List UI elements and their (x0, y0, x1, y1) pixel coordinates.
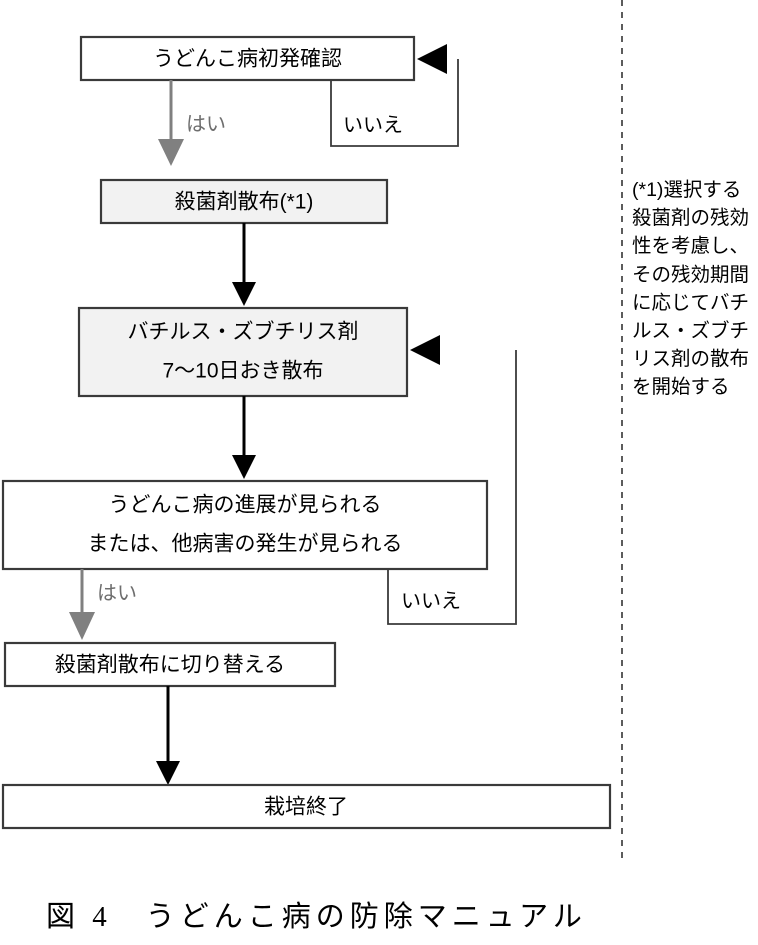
node-n6-label: 栽培終了 (264, 796, 348, 819)
node-n2-label: 殺菌剤散布(*1) (175, 191, 314, 214)
node-n3-label-line1: バチルス・ズブチリス剤 (128, 321, 359, 344)
node-n3: バチルス・ズブチリス剤 7〜10日おき散布 (77, 306, 409, 398)
edge-n4-n3-loop-arrowhead (410, 335, 440, 365)
edge-n5-n6 (156, 686, 180, 785)
edge-n4-n3-loop: いいえ (387, 335, 517, 625)
node-n2: 殺菌剤散布(*1) (99, 178, 389, 225)
figure-caption: 図 4 うどんこ病の防除マニュアル (46, 901, 587, 933)
node-n5-box (3, 641, 337, 688)
edge-label-iie-1: いいえ (343, 114, 403, 136)
node-n3-box (77, 306, 409, 398)
edge-n1-loop-path (330, 59, 459, 147)
node-n2-box (99, 178, 389, 225)
edge-n1-n2-arrowhead (158, 139, 184, 166)
edge-n1-loop-arrowhead (417, 44, 447, 74)
edge-n2-n3-arrowhead (232, 282, 256, 306)
node-n5: 殺菌剤散布に切り替える (3, 641, 337, 688)
edge-n3-n4-arrowhead (232, 455, 256, 479)
edge-n4-n3-loop-path (387, 350, 517, 625)
edge-n5-n6-arrowhead (156, 761, 180, 785)
node-n1-box (79, 35, 416, 82)
edge-label-hai-1: はい (186, 113, 226, 135)
node-n4-label-line1: うどんこ病の進展が見られる (109, 494, 382, 517)
footnote-star1: (*1)選択する殺菌剤の残効性を考慮し、その残効期間に応じてバチルス・ズブチリス… (632, 179, 750, 399)
node-n5-label: 殺菌剤散布に切り替える (55, 654, 285, 677)
edge-n1-n2: はい (158, 80, 226, 166)
edge-label-hai-2: はい (97, 582, 137, 604)
node-n1: うどんこ病初発確認 (79, 35, 416, 82)
node-n6-box (1, 783, 612, 830)
node-n1-label: うどんこ病初発確認 (153, 48, 342, 71)
node-n4: うどんこ病の進展が見られる または、他病害の発生が見られる (1, 479, 489, 571)
node-n3-label-line2: 7〜10日おき散布 (162, 360, 323, 383)
node-n4-label-line2: または、他病害の発生が見られる (88, 533, 403, 556)
node-n4-box (1, 479, 489, 571)
edge-n4-n5: はい (69, 569, 137, 640)
edge-n4-n5-arrowhead (69, 612, 95, 640)
edge-n3-n4 (232, 396, 256, 479)
node-n6: 栽培終了 (1, 783, 612, 830)
edge-label-iie-2: いいえ (401, 590, 461, 612)
edge-n1-loop: いいえ (330, 44, 459, 147)
edge-n2-n3 (232, 223, 256, 306)
